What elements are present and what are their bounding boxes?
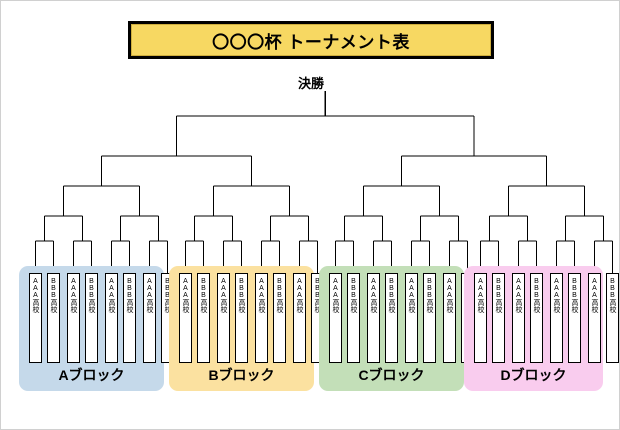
team-name: AAA高校 bbox=[408, 278, 415, 313]
team-name: AAA高校 bbox=[258, 278, 265, 313]
team-box[interactable]: BBB高校 bbox=[85, 273, 98, 363]
team-name: AAA高校 bbox=[108, 278, 115, 313]
team-box[interactable]: BBB高校 bbox=[197, 273, 210, 363]
team-box[interactable]: BBB高校 bbox=[385, 273, 398, 363]
team-box[interactable]: BBB高校 bbox=[273, 273, 286, 363]
team-name: BBB高校 bbox=[426, 278, 433, 313]
page-title: 〇〇〇杯 トーナメント表 bbox=[212, 32, 410, 52]
final-round-label: 決勝 bbox=[297, 76, 324, 91]
team-box[interactable]: AAA高校 bbox=[367, 273, 380, 363]
team-name: BBB高校 bbox=[126, 278, 133, 313]
team-name: BBB高校 bbox=[88, 278, 95, 313]
team-name: BBB高校 bbox=[495, 278, 502, 313]
team-name: BBB高校 bbox=[200, 278, 207, 313]
team-name: AAA高校 bbox=[446, 278, 453, 313]
team-name: AAA高校 bbox=[477, 278, 484, 313]
team-box[interactable]: AAA高校 bbox=[588, 273, 601, 363]
team-box[interactable]: AAA高校 bbox=[329, 273, 342, 363]
team-name: AAA高校 bbox=[332, 278, 339, 313]
team-box[interactable]: AAA高校 bbox=[105, 273, 118, 363]
team-name: BBB高校 bbox=[571, 278, 578, 313]
team-name: AAA高校 bbox=[146, 278, 153, 313]
team-box[interactable]: AAA高校 bbox=[67, 273, 80, 363]
team-box[interactable]: BBB高校 bbox=[492, 273, 505, 363]
team-box[interactable]: AAA高校 bbox=[255, 273, 268, 363]
team-name: AAA高校 bbox=[591, 278, 598, 313]
team-name: AAA高校 bbox=[220, 278, 227, 313]
team-name: BBB高校 bbox=[388, 278, 395, 313]
team-box[interactable]: BBB高校 bbox=[423, 273, 436, 363]
team-name: BBB高校 bbox=[276, 278, 283, 313]
team-name: BBB高校 bbox=[238, 278, 245, 313]
block-label-b: Bブロック bbox=[208, 367, 275, 383]
team-name: AAA高校 bbox=[70, 278, 77, 313]
team-name: BBB高校 bbox=[533, 278, 540, 313]
block-label-c: Cブロック bbox=[358, 367, 425, 383]
team-box[interactable]: AAA高校 bbox=[443, 273, 456, 363]
team-box[interactable]: BBB高校 bbox=[568, 273, 581, 363]
team-box[interactable]: AAA高校 bbox=[143, 273, 156, 363]
block-label-d: Dブロック bbox=[500, 367, 567, 383]
team-name: BBB高校 bbox=[50, 278, 57, 313]
block-label-a: Aブロック bbox=[58, 367, 125, 383]
team-box[interactable]: BBB高校 bbox=[123, 273, 136, 363]
team-box[interactable]: AAA高校 bbox=[217, 273, 230, 363]
team-name: AAA高校 bbox=[515, 278, 522, 313]
team-name: BBB高校 bbox=[314, 278, 321, 313]
team-box[interactable]: BBB高校 bbox=[47, 273, 60, 363]
team-box[interactable]: AAA高校 bbox=[293, 273, 306, 363]
team-name: AAA高校 bbox=[182, 278, 189, 313]
team-box[interactable]: BBB高校 bbox=[347, 273, 360, 363]
team-name: AAA高校 bbox=[296, 278, 303, 313]
team-box[interactable]: AAA高校 bbox=[512, 273, 525, 363]
team-box[interactable]: AAA高校 bbox=[550, 273, 563, 363]
team-name: AAA高校 bbox=[553, 278, 560, 313]
team-name: BBB高校 bbox=[350, 278, 357, 313]
title-box: 〇〇〇杯 トーナメント表 bbox=[128, 21, 494, 59]
team-box[interactable]: AAA高校 bbox=[474, 273, 487, 363]
team-name: AAA高校 bbox=[370, 278, 377, 313]
team-box[interactable]: BBB高校 bbox=[606, 273, 619, 363]
team-name: BBB高校 bbox=[164, 278, 171, 313]
team-box[interactable]: AAA高校 bbox=[179, 273, 192, 363]
team-box[interactable]: BBB高校 bbox=[530, 273, 543, 363]
team-box[interactable]: BBB高校 bbox=[235, 273, 248, 363]
team-name: BBB高校 bbox=[609, 278, 616, 313]
team-box[interactable]: AAA高校 bbox=[29, 273, 42, 363]
team-name: AAA高校 bbox=[32, 278, 39, 313]
team-box[interactable]: AAA高校 bbox=[405, 273, 418, 363]
